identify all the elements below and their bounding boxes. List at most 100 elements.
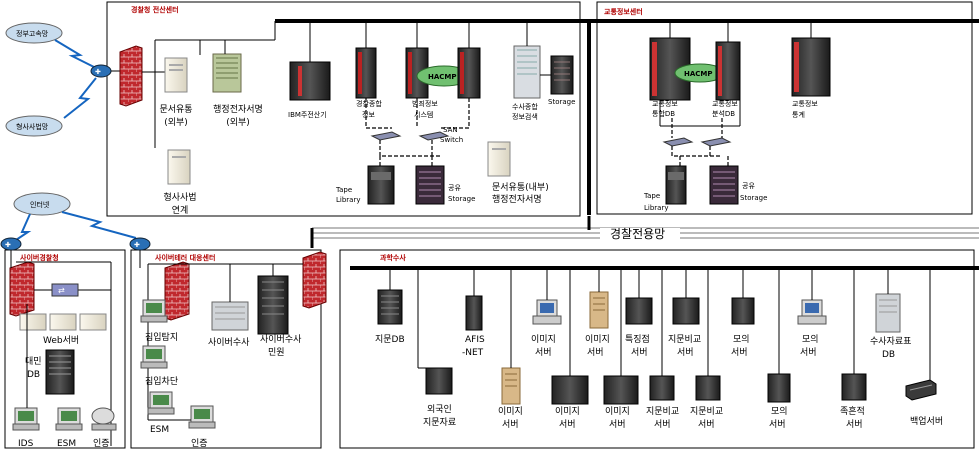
- svg-text:HACMP: HACMP: [684, 70, 713, 78]
- cyber-hq-db: 대민 DB: [25, 349, 75, 395]
- web-servers: Web서버: [19, 313, 107, 346]
- lightning-4: [15, 213, 32, 241]
- svg-text:민원: 민원: [268, 347, 285, 358]
- svg-text:서버: 서버: [502, 419, 519, 430]
- fingerprint-db: 지문DB: [375, 289, 405, 345]
- svg-text:서버: 서버: [535, 347, 552, 358]
- svg-text:외국인: 외국인: [427, 403, 452, 415]
- svg-text:서버: 서버: [631, 347, 648, 358]
- police-net-label: 경찰전용망: [610, 227, 665, 241]
- svg-text:인터넷: 인터넷: [30, 200, 50, 209]
- svg-text:지문DB: 지문DB: [375, 334, 405, 345]
- svg-text:교통정보: 교통정보: [712, 99, 738, 108]
- image-server-3: 이미지 서버: [498, 367, 523, 430]
- svg-text:행정전자서명: 행정전자서명: [213, 103, 263, 115]
- cyber-hq-auth: 인증: [91, 407, 117, 449]
- svg-text:분석DB: 분석DB: [712, 109, 735, 118]
- fp-compare-server-3: 지문비교 서버: [690, 375, 723, 430]
- afis-net: AFIS -NET: [462, 295, 485, 358]
- doc-internal-server: 문서유통(내부) 행정전자서명: [487, 141, 549, 205]
- cyber-hq-esm: ESM: [55, 407, 83, 449]
- router-hq: ✚: [90, 64, 112, 78]
- svg-text:Web서버: Web서버: [43, 335, 79, 346]
- svg-text:서버: 서버: [677, 347, 694, 358]
- svg-text:IDS: IDS: [18, 439, 34, 449]
- integrated-info-server: 경찰종합 정보: [355, 47, 382, 119]
- svg-text:모의: 모의: [771, 406, 788, 417]
- crime-info-server-2: [457, 47, 481, 99]
- svg-text:서버: 서버: [609, 419, 626, 430]
- svg-text:인증: 인증: [191, 438, 208, 449]
- svg-text:✚: ✚: [134, 241, 140, 249]
- svg-text:대민: 대민: [25, 356, 42, 367]
- svg-text:ESM: ESM: [57, 439, 76, 449]
- svg-text:공유: 공유: [448, 184, 461, 192]
- svg-text:✚: ✚: [5, 241, 11, 249]
- router-cyber-center: ✚: [129, 237, 151, 251]
- svg-text:서버: 서버: [587, 347, 604, 358]
- evidence-db-server: 수사자료표 DB: [870, 293, 911, 360]
- svg-text:시스템: 시스템: [414, 111, 433, 119]
- svg-text:SAN: SAN: [443, 126, 458, 134]
- svg-text:서버: 서버: [698, 419, 715, 430]
- hq-storage: Storage: [548, 55, 575, 106]
- svg-text:이미지: 이미지: [605, 406, 630, 417]
- traffic-title: 교통정보센터: [604, 7, 643, 16]
- cyber-center-auth: 인증: [188, 405, 216, 449]
- forensic-zone: [339, 249, 975, 449]
- svg-text:Storage: Storage: [448, 195, 475, 203]
- svg-text:AFIS: AFIS: [465, 335, 485, 345]
- svg-text:Storage: Storage: [740, 194, 767, 202]
- internet-cloud: 인터넷: [13, 192, 71, 216]
- firewall-backbone: [302, 251, 327, 309]
- traffic-server-b: 교통정보 분석DB: [712, 41, 741, 118]
- svg-text:지문비교: 지문비교: [646, 406, 679, 417]
- cyber-center-esm: ESM: [147, 391, 175, 435]
- svg-text:이미지: 이미지: [555, 406, 580, 417]
- svg-text:족흔적: 족흔적: [840, 405, 865, 417]
- cyber-center-title: 사이버테러 대응센터: [155, 253, 215, 262]
- svg-text:통합DB: 통합DB: [652, 109, 675, 118]
- cyber-hq-zone: [4, 249, 126, 449]
- svg-text:이미지: 이미지: [531, 334, 556, 345]
- svg-text:사이버수사: 사이버수사: [208, 337, 250, 348]
- cyber-center-zone: [130, 249, 322, 449]
- doc-ext-server: 문서유통 (외부): [159, 57, 193, 128]
- svg-text:경찰종합: 경찰종합: [356, 99, 382, 108]
- foreign-fp-server: 외국인 지문자료: [423, 367, 456, 428]
- svg-text:침입차단: 침입차단: [145, 375, 178, 387]
- svg-text:Library: Library: [644, 204, 668, 212]
- svg-text:서버: 서버: [731, 347, 748, 358]
- intrusion-detect: 침입탐지: [140, 299, 178, 343]
- cyber-hq-ids: IDS: [12, 407, 40, 449]
- svg-text:공유: 공유: [742, 182, 755, 190]
- hq-tape-library: Tape Library: [335, 165, 395, 205]
- svg-text:문서유통(내부): 문서유통(내부): [492, 182, 549, 193]
- san-switch-traffic: [662, 137, 732, 147]
- svg-text:Tape: Tape: [643, 192, 660, 200]
- firewall-cyber-hq: [9, 261, 35, 317]
- svg-text:행정전자서명: 행정전자서명: [492, 193, 542, 205]
- svg-text:DB: DB: [27, 370, 40, 380]
- svg-text:모의: 모의: [733, 334, 750, 345]
- san-switch-hq: SAN Switch: [370, 126, 463, 144]
- image-server-1: 이미지 서버: [531, 299, 562, 358]
- hq-shared-storage: 공유 Storage: [415, 165, 475, 205]
- svg-text:사이버수사: 사이버수사: [260, 334, 302, 345]
- fp-compare-server-2: 지문비교 서버: [646, 375, 679, 430]
- svg-text:서버: 서버: [846, 419, 863, 430]
- svg-text:인증: 인증: [93, 438, 110, 449]
- svg-text:Tape: Tape: [335, 186, 352, 194]
- forensic-title: 과학수사: [380, 253, 406, 262]
- admin-sign-ext-server: 행정전자서명 (외부): [212, 53, 263, 128]
- image-server-2: 이미지 서버: [585, 291, 610, 358]
- image-server-4: 이미지 서버: [551, 375, 589, 430]
- backup-server: 백업서버: [905, 379, 943, 427]
- svg-text:형사사법: 형사사법: [163, 192, 196, 203]
- svg-text:✚: ✚: [95, 68, 101, 76]
- svg-text:특징점: 특징점: [625, 333, 650, 345]
- investigation-server: 수사종합 정보검색: [512, 45, 541, 121]
- gov-net-cloud: 정부고속망: [5, 22, 63, 44]
- svg-text:지문비교: 지문비교: [690, 406, 723, 417]
